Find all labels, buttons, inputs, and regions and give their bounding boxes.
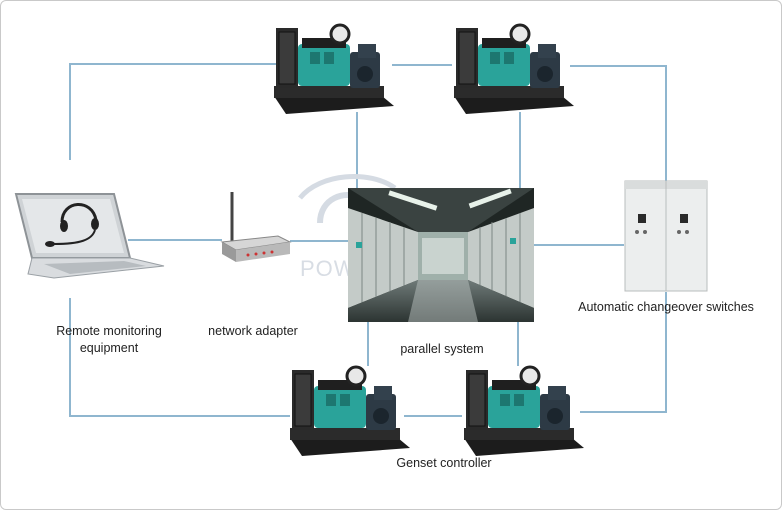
parallel-system-image <box>348 188 534 322</box>
ats-cabinet-icon <box>624 180 708 292</box>
remote-monitoring-label: Remote monitoring equipment <box>44 323 174 357</box>
genset-controller-label: Genset controller <box>396 456 492 470</box>
ats-label: Automatic changeover switches <box>578 300 754 314</box>
wire-top-left <box>69 63 282 160</box>
router-icon <box>218 192 294 266</box>
laptop-icon <box>14 192 166 282</box>
remote-monitoring-line1: Remote monitoring <box>56 324 162 338</box>
wire-bottom-left <box>69 298 290 417</box>
parallel-system-label: parallel system <box>400 342 484 356</box>
genset-icon-bottom-left <box>286 364 412 456</box>
remote-monitoring-line2: equipment <box>79 341 139 355</box>
genset-icon-top-left <box>270 22 396 114</box>
genset-icon-top-right <box>450 22 576 114</box>
wire-top-right <box>570 65 667 182</box>
wire-bottom-right <box>580 292 667 413</box>
network-adapter-label: network adapter <box>208 324 298 338</box>
genset-icon-bottom-right <box>460 364 586 456</box>
